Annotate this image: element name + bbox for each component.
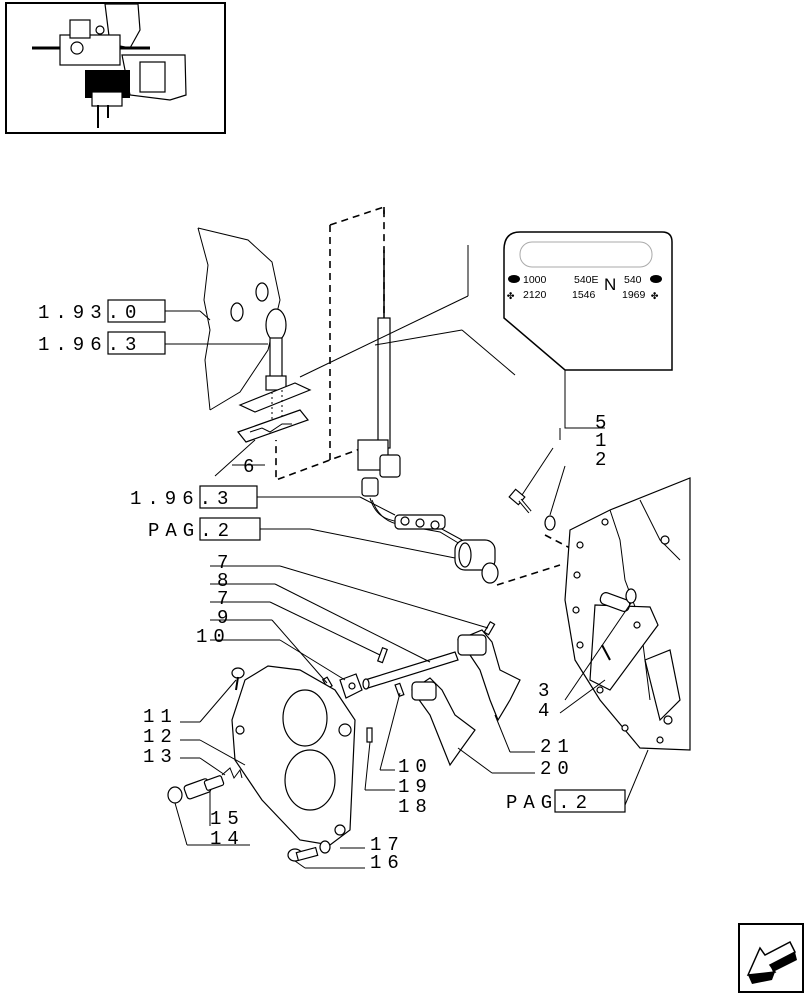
- callout-10b: 10: [398, 756, 433, 778]
- callout-19: 19: [398, 776, 433, 798]
- shift-fork-21[interactable]: [457, 629, 521, 722]
- callout-3: 3: [538, 680, 555, 702]
- callout-14: 14: [210, 828, 245, 850]
- bolt-1[interactable]: [508, 488, 532, 514]
- callout-18: 18: [398, 796, 433, 818]
- plate-value: 540E: [574, 274, 599, 286]
- callout-2: 2: [595, 449, 612, 471]
- ref-label: PAG.2: [506, 792, 593, 814]
- ref-label: PAG.2: [148, 520, 235, 542]
- callout-5: 5: [595, 412, 612, 434]
- spring-13[interactable]: [221, 767, 243, 780]
- cab-panel: [197, 227, 281, 411]
- plate-value: 1000: [523, 274, 547, 286]
- selector-rod[interactable]: [357, 250, 401, 497]
- pin-18[interactable]: [366, 727, 373, 743]
- callout-10: 10: [196, 626, 231, 648]
- callout-13: 13: [143, 746, 178, 768]
- cover-plate-12[interactable]: [231, 665, 356, 846]
- plate-value: 540: [624, 274, 642, 286]
- ref-label: 1.96.3: [130, 488, 234, 510]
- tractor-symbol-icon: ✤: [651, 289, 659, 303]
- assembly-thumbnail-icon[interactable]: [5, 2, 226, 134]
- callout-1: 1: [595, 430, 612, 452]
- control-cable[interactable]: [369, 497, 499, 584]
- next-page-arrow-icon[interactable]: [738, 923, 804, 993]
- roll-pin-7b[interactable]: [376, 646, 388, 664]
- ref-box-1-96-3[interactable]: 1.96.3: [38, 331, 166, 356]
- shift-rail-8[interactable]: [362, 651, 459, 690]
- oring-4[interactable]: [625, 588, 637, 604]
- plunger-15[interactable]: [203, 775, 225, 791]
- ref-box-1-96-3-cable[interactable]: 1.96.3: [130, 485, 258, 510]
- roll-pin-7[interactable]: [483, 620, 496, 636]
- selector-dashed-path: [275, 205, 385, 482]
- plate-value: 1969: [622, 289, 646, 301]
- callout-11: 11: [143, 706, 178, 728]
- lever-knob[interactable]: [238, 308, 312, 425]
- callout-8: 8: [217, 570, 234, 592]
- bolt-16[interactable]: [287, 846, 319, 862]
- ref-box-pag-2[interactable]: PAG.2: [148, 517, 261, 542]
- washer-17[interactable]: [319, 840, 331, 854]
- callout-17: 17: [370, 834, 405, 856]
- plate-value: 1546: [572, 289, 596, 301]
- leader-lines: [165, 310, 561, 869]
- callout-6: 6: [243, 456, 260, 478]
- callout-7: 7: [217, 552, 234, 574]
- callout-4: 4: [538, 700, 555, 722]
- callout-21: 21: [540, 736, 575, 758]
- ref-box-pag-2-housing[interactable]: PAG.2: [506, 789, 626, 814]
- pin-19[interactable]: [394, 682, 405, 698]
- gasket-6[interactable]: [237, 409, 309, 443]
- tractor-symbol-icon: ✤: [507, 289, 515, 303]
- interlock-block-10[interactable]: [339, 673, 363, 699]
- ref-label: 1.93.0: [38, 302, 142, 324]
- screw-11[interactable]: [231, 667, 245, 691]
- callout-15: 15: [210, 808, 245, 830]
- plate-value: 2120: [523, 289, 547, 301]
- ref-box-1-93-0[interactable]: 1.93.0: [38, 299, 166, 324]
- callout-numbers: 6 5 1 2 3 4 7 8 7 9 10 11 12 13 15 14 17…: [143, 412, 612, 874]
- callout-9: 9: [217, 607, 234, 629]
- ref-label: 1.96.3: [38, 334, 142, 356]
- callout-16: 16: [370, 852, 405, 874]
- shift-fork-20[interactable]: [411, 677, 476, 767]
- plate-neutral: N: [604, 275, 616, 294]
- selector-bracket-3[interactable]: [589, 591, 659, 691]
- callout-12: 12: [143, 726, 178, 748]
- callout-7: 7: [217, 588, 234, 610]
- callout-20: 20: [540, 758, 575, 780]
- pto-speed-plate: 1000 540E N 540 ✤ 2120 1546 1969 ✤: [503, 231, 673, 371]
- washer-2[interactable]: [544, 515, 556, 531]
